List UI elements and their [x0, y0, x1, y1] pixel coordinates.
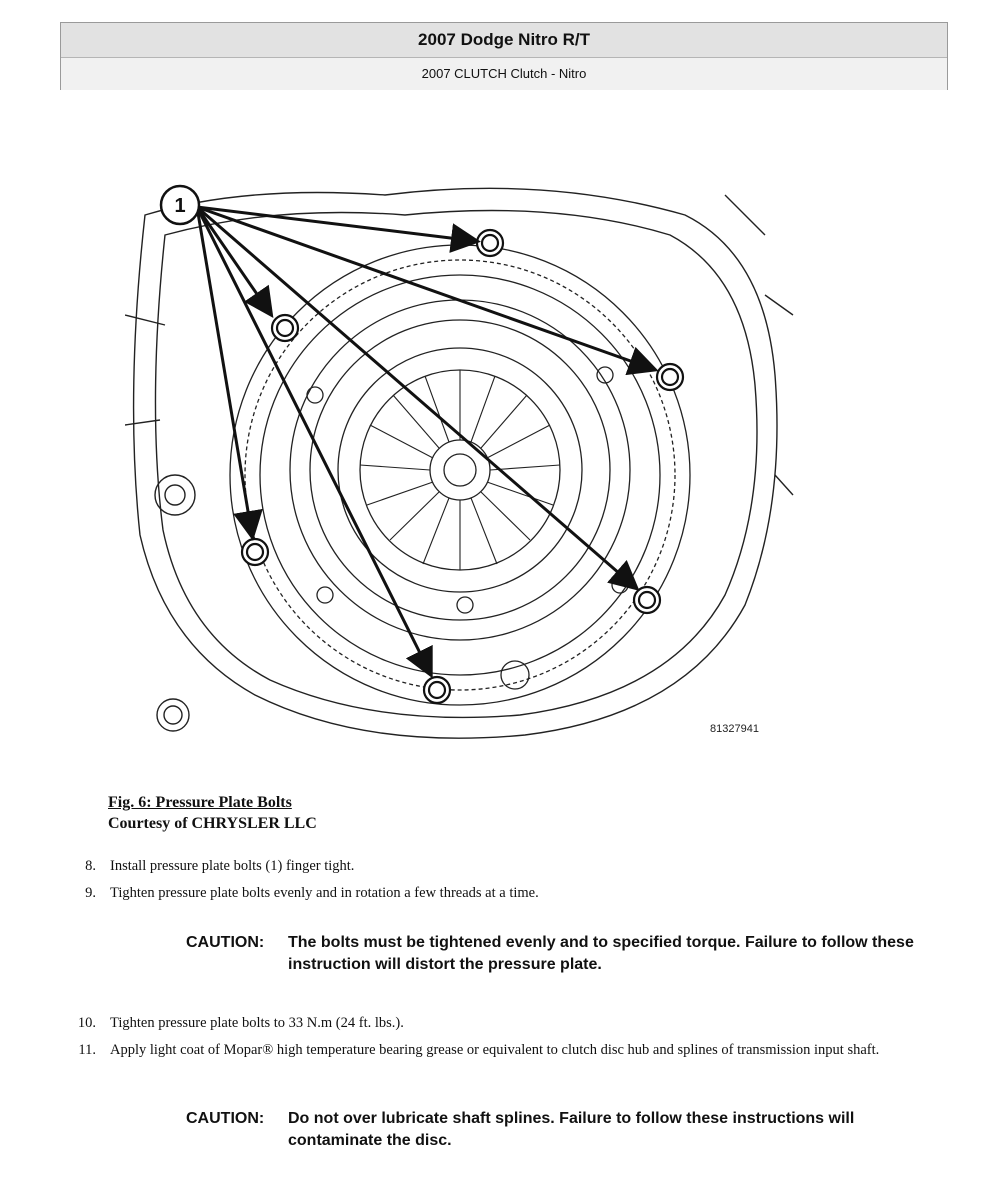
- caution-text: The bolts must be tightened evenly and t…: [288, 934, 914, 973]
- list-item: 11. Apply light coat of Mopar® high temp…: [60, 1040, 960, 1060]
- step-text: Tighten pressure plate bolts to 33 N.m (…: [110, 1015, 404, 1031]
- step-number: 8.: [85, 858, 96, 874]
- step-text: Apply light coat of Mopar® high temperat…: [110, 1042, 880, 1058]
- pressure-plate-bolts: [240, 228, 685, 705]
- steps-list-a: 8. Install pressure plate bolts (1) fing…: [60, 856, 960, 910]
- clutch-diagram: 1: [125, 184, 794, 739]
- steps-list-b: 10. Tighten pressure plate bolts to 33 N…: [60, 1013, 960, 1067]
- caution-note-2: CAUTION: Do not over lubricate shaft spl…: [186, 1108, 956, 1156]
- caution-label: CAUTION:: [186, 934, 265, 951]
- pressure-plate: [289, 299, 631, 690]
- caution-text: Do not over lubricate shaft splines. Fai…: [288, 1110, 855, 1149]
- bolt-top: [475, 228, 505, 258]
- figure-id: 81327941: [710, 723, 759, 735]
- bolt-upper-left: [270, 313, 300, 343]
- step-number: 11.: [78, 1042, 96, 1058]
- caution-label: CAUTION:: [186, 1110, 265, 1127]
- callout-arrows: [195, 205, 659, 679]
- step-text: Install pressure plate bolts (1) finger …: [110, 858, 355, 874]
- bolt-lower-right: [632, 585, 662, 615]
- bolt-bottom: [422, 675, 452, 705]
- bellhousing-outline: [125, 187, 794, 739]
- step-number: 9.: [85, 885, 96, 901]
- bolt-right: [655, 362, 685, 392]
- callout-1: 1: [159, 184, 201, 226]
- caption-title: Fig. 6: Pressure Plate Bolts: [108, 794, 292, 811]
- step-number: 10.: [77, 1015, 96, 1031]
- caption-courtesy: Courtesy of CHRYSLER LLC: [108, 815, 317, 832]
- list-item: 8. Install pressure plate bolts (1) fing…: [60, 856, 960, 876]
- list-item: 10. Tighten pressure plate bolts to 33 N…: [60, 1013, 960, 1033]
- caution-note-1: CAUTION: The bolts must be tightened eve…: [186, 932, 956, 980]
- figure-caption: Fig. 6: Pressure Plate Bolts Courtesy of…: [108, 792, 317, 834]
- bolt-left: [240, 537, 270, 567]
- flywheel-ring: [229, 244, 691, 706]
- section-subtitle: 2007 CLUTCH Clutch - Nitro: [61, 58, 947, 90]
- document-header: 2007 Dodge Nitro R/T 2007 CLUTCH Clutch …: [60, 22, 948, 90]
- pressure-plate-illustration: 1: [125, 175, 795, 755]
- callout-number: 1: [174, 195, 185, 217]
- vehicle-title: 2007 Dodge Nitro R/T: [61, 23, 947, 58]
- list-item: 9. Tighten pressure plate bolts evenly a…: [60, 883, 960, 903]
- step-text: Tighten pressure plate bolts evenly and …: [110, 885, 539, 901]
